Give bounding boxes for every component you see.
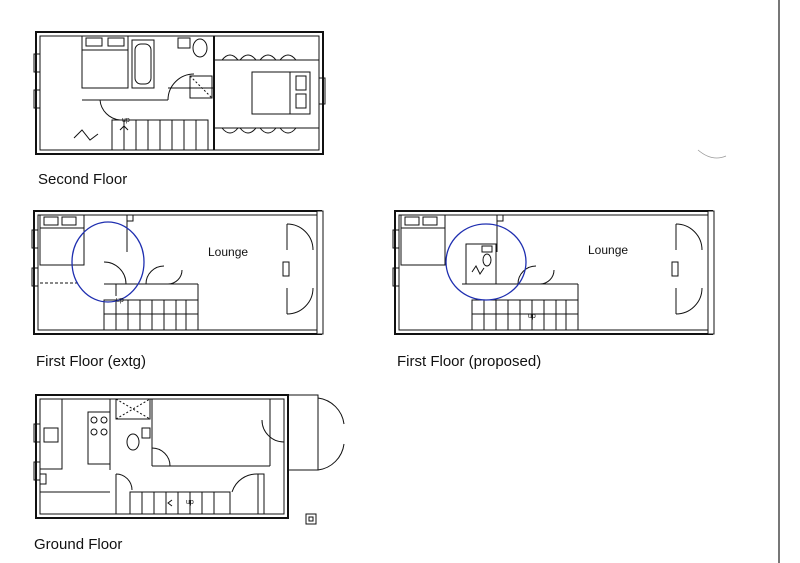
ground-floor-caption: Ground Floor [34,536,123,553]
first-floor-proposed-up-label: up [528,313,536,320]
first-floor-proposed-caption: First Floor (proposed) [397,353,542,370]
first-floor-existing-markup-circle [71,221,145,303]
first-floor-proposed-lounge-label: Lounge [588,243,628,257]
ground-floor-up-label: up [186,499,194,506]
second-floor-caption: Second Floor [38,171,128,188]
pencil-mark [697,149,727,159]
first-floor-existing-plan [31,210,324,335]
first-floor-proposed-markup-circle [445,223,527,301]
ground-floor-plan [33,394,345,525]
first-floor-existing-up-label: up [116,297,124,304]
page-edge-shadow [778,0,780,563]
second-floor-up-label: up [122,117,130,124]
first-floor-existing-caption: First Floor (extg) [36,353,147,370]
first-floor-existing-lounge-label: Lounge [208,245,248,259]
first-floor-proposed-plan [392,210,715,335]
second-floor-plan [33,31,326,155]
